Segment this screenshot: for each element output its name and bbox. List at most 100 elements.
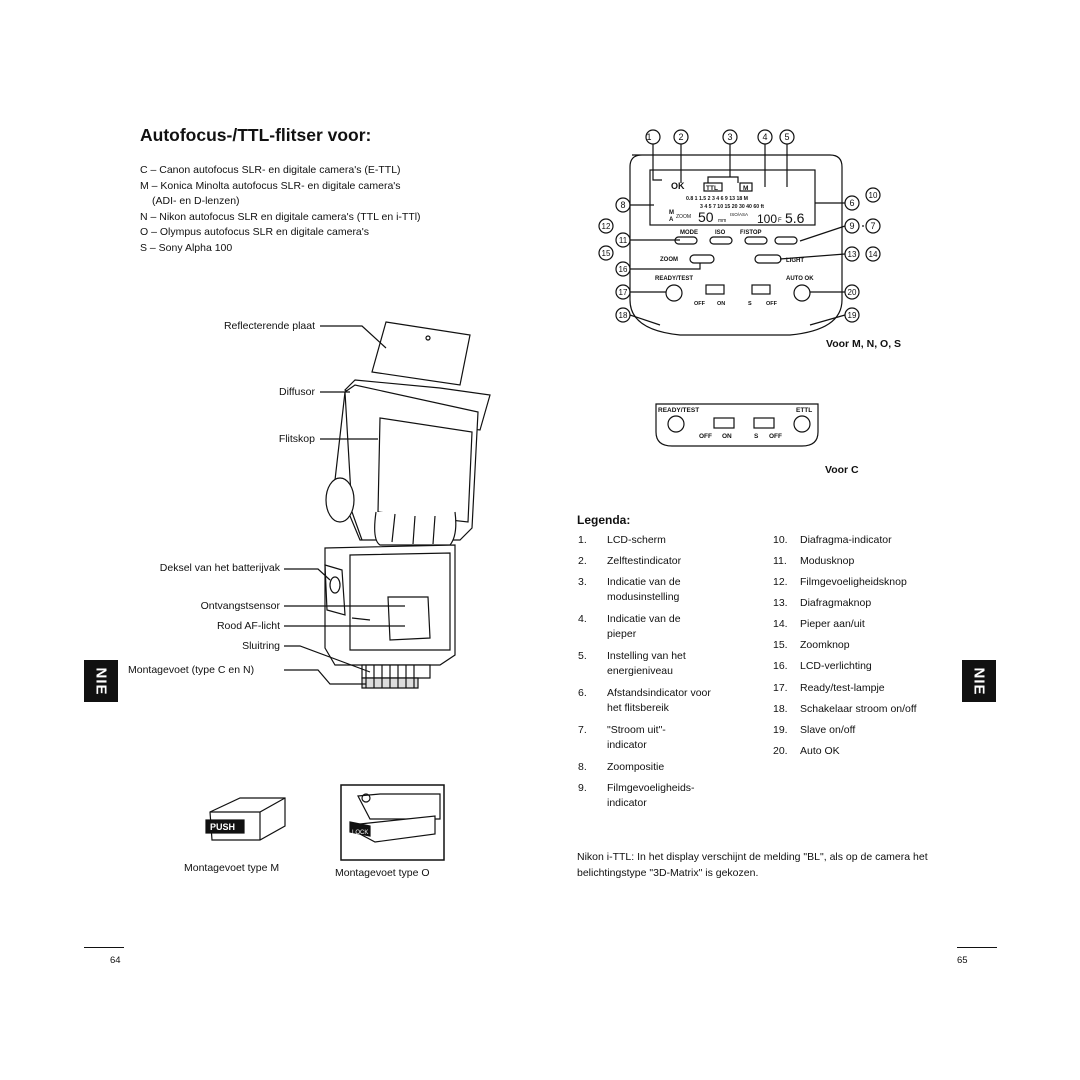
side-tab-left: NIE xyxy=(84,660,118,702)
label-foot: Montagevoet (type C en N) xyxy=(128,664,255,676)
label-ready-test-c: READY/TEST xyxy=(658,407,699,414)
zoom-button xyxy=(689,254,715,264)
auto-ok-lamp xyxy=(793,284,811,302)
caption-msno: Voor M, N, O, S xyxy=(826,338,902,350)
caption-foot-o: Montagevoet type O xyxy=(335,867,430,879)
legend-item-14: 14.Pieper aan/uit xyxy=(773,618,865,630)
legend-item-20: 20.Auto OK xyxy=(773,745,840,757)
lcd-m: M xyxy=(743,185,748,192)
label-reflector: Reflecterende plaat xyxy=(223,320,315,332)
label-mode: MODE xyxy=(680,230,698,236)
page-number-right: 65 xyxy=(957,955,968,966)
lcd-iso-value: 100 xyxy=(757,212,777,226)
legend-item-6: 6.Afstandsindicator voor het flitsbereik xyxy=(578,687,711,714)
legend-item-3: 3.Indicatie van de modusinstelling xyxy=(578,576,681,603)
lock-label: LOCK xyxy=(352,830,368,836)
foot-type-m-illustration: PUSH xyxy=(205,797,286,841)
ttl-box xyxy=(703,182,723,192)
callout-5: 5 xyxy=(784,132,789,142)
lcd-m-a: M xyxy=(669,210,674,216)
leader-ring xyxy=(284,645,371,673)
brand-sony: S – Sony Alpha 100 xyxy=(140,241,233,254)
label-off-2: OFF xyxy=(766,301,778,307)
callout-18: 18 xyxy=(619,311,628,320)
page-number-left: 64 xyxy=(110,955,121,966)
lcd-zoom-word: ZOOM xyxy=(676,214,691,220)
legend-item-8: 8.Zoompositie xyxy=(578,761,665,773)
push-label: PUSH xyxy=(210,822,235,832)
caption-c: Voor C xyxy=(825,464,859,476)
power-switch-c xyxy=(713,417,735,429)
label-iso: ISO xyxy=(715,230,726,236)
ettl-lamp-c xyxy=(793,415,811,433)
lcd-f-letter: F xyxy=(778,218,782,224)
label-on-c: ON xyxy=(722,433,732,440)
footer-rule-left xyxy=(84,947,124,948)
reflector-card xyxy=(371,321,471,386)
footer-rule-right xyxy=(957,947,997,948)
legend-item-12: 12.Filmgevoeligheidsknop xyxy=(773,576,907,588)
callout-3: 3 xyxy=(727,132,732,142)
ready-test-lamp xyxy=(665,284,683,302)
callout-17: 17 xyxy=(619,288,628,297)
reflector-hole xyxy=(425,335,431,341)
control-panel-msno: 1 2 3 4 5 6 7 8 9 10 11 12 13 14 15 16 1… xyxy=(598,129,881,336)
label-on: ON xyxy=(717,301,725,307)
legend-item-4: 4.Indicatie van de pieper xyxy=(578,613,681,640)
side-tab-right: NIE xyxy=(962,660,996,702)
legend-item-17: 17.Ready/test-lampje xyxy=(773,682,885,694)
label-light: LIGHT xyxy=(786,258,804,264)
lcd-scale-feet: 3 4 5 7 10 15 20 30 40 60 ft xyxy=(700,204,764,210)
label-off: OFF xyxy=(694,301,706,307)
slave-switch-c xyxy=(753,417,775,429)
lcd-iso-asa: ISO/ASA xyxy=(730,212,748,217)
flash-window xyxy=(377,417,473,523)
label-battery: Deksel van het batterijvak xyxy=(159,562,280,574)
legend-item-15: 15.Zoomknop xyxy=(773,639,850,651)
battery-latch xyxy=(329,576,341,594)
legend-item-19: 19.Slave on/off xyxy=(773,724,856,736)
iso-button xyxy=(709,236,733,245)
legend-item-10: 10.Diafragma-indicator xyxy=(773,534,892,546)
leader-battery xyxy=(284,568,331,581)
label-off-2-c: OFF xyxy=(769,433,782,440)
legend-item-11: 11.Modusknop xyxy=(773,555,855,567)
label-fstop: F/STOP xyxy=(740,230,762,236)
lcd-screen xyxy=(649,169,816,226)
lock-ring xyxy=(361,664,431,679)
callout-1: 1 xyxy=(646,132,651,142)
label-off-c: OFF xyxy=(699,433,712,440)
slave-switch xyxy=(751,284,771,295)
foot-type-o-illustration: LOCK xyxy=(340,784,445,861)
lcd-mm: mm xyxy=(718,218,726,224)
brand-list: C – Canon autofocus SLR- en digitale cam… xyxy=(140,163,421,256)
lcd-scale-meters: 0.8 1 1.5 2 3 4 6 9 13 18 M xyxy=(686,196,748,202)
fstop-button xyxy=(744,236,768,245)
label-head: Flitskop xyxy=(278,433,315,445)
callout-14: 14 xyxy=(869,250,878,259)
callout-6: 6 xyxy=(849,198,854,208)
m-box xyxy=(739,182,753,192)
control-panel-c: READY/TEST ETTL OFF ON S OFF xyxy=(655,403,819,447)
legend-item-18: 18.Schakelaar stroom on/off xyxy=(773,703,917,715)
callout-9: 9 xyxy=(849,221,854,231)
legend-title: Legenda: xyxy=(577,513,631,527)
brand-minolta: M – Konica Minolta autofocus SLR- en dig… xyxy=(140,179,401,192)
flash-neck xyxy=(374,511,457,546)
callout-19: 19 xyxy=(848,311,857,320)
legend-item-2: 2.Zelftestindicator xyxy=(578,555,682,567)
leader-reflector xyxy=(320,325,387,349)
battery-door xyxy=(324,564,346,616)
lcd-zoom-value: 50 xyxy=(698,209,714,225)
callout-8: 8 xyxy=(620,200,625,210)
legend-item-13: 13.Diafragmaknop xyxy=(773,597,872,609)
lcd-ok: OK xyxy=(671,181,685,191)
callout-20: 20 xyxy=(848,288,857,297)
label-s: S xyxy=(748,301,752,307)
callout-15: 15 xyxy=(602,249,611,258)
label-zoom: ZOOM xyxy=(660,257,678,263)
flash-unit-illustration xyxy=(284,321,491,689)
brand-olympus: O – Olympus autofocus SLR en digitale ca… xyxy=(140,226,370,238)
label-af-light: Rood AF-licht xyxy=(216,620,280,632)
legend-item-5: 5.Instelling van het energieniveau xyxy=(578,650,686,677)
